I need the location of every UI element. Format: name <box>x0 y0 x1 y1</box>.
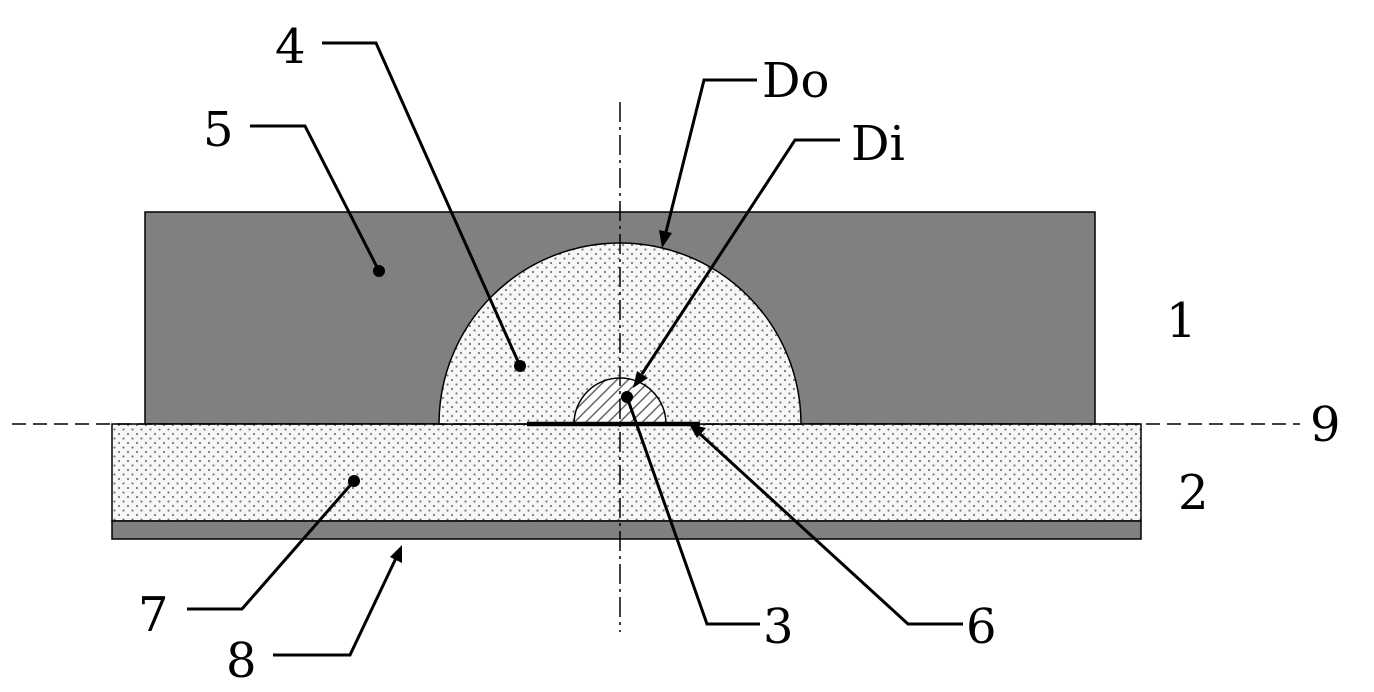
label-part-3: 3 <box>763 599 794 655</box>
leader-do <box>666 80 757 232</box>
label-outer-diameter: Do <box>762 53 829 109</box>
label-part-5: 5 <box>203 102 234 158</box>
label-inner-diameter: Di <box>851 116 905 172</box>
label-part-1: 1 <box>1166 293 1197 349</box>
label-part-9: 9 <box>1310 397 1341 453</box>
label-part-8: 8 <box>226 633 257 689</box>
bottom-dark-layer <box>112 521 1141 539</box>
label-part-4: 4 <box>275 19 306 75</box>
leader-8 <box>273 556 397 655</box>
lower-dotted-substrate <box>112 424 1141 521</box>
label-part-7: 7 <box>138 587 169 643</box>
label-part-2: 2 <box>1178 465 1209 521</box>
label-part-6: 6 <box>966 599 997 655</box>
